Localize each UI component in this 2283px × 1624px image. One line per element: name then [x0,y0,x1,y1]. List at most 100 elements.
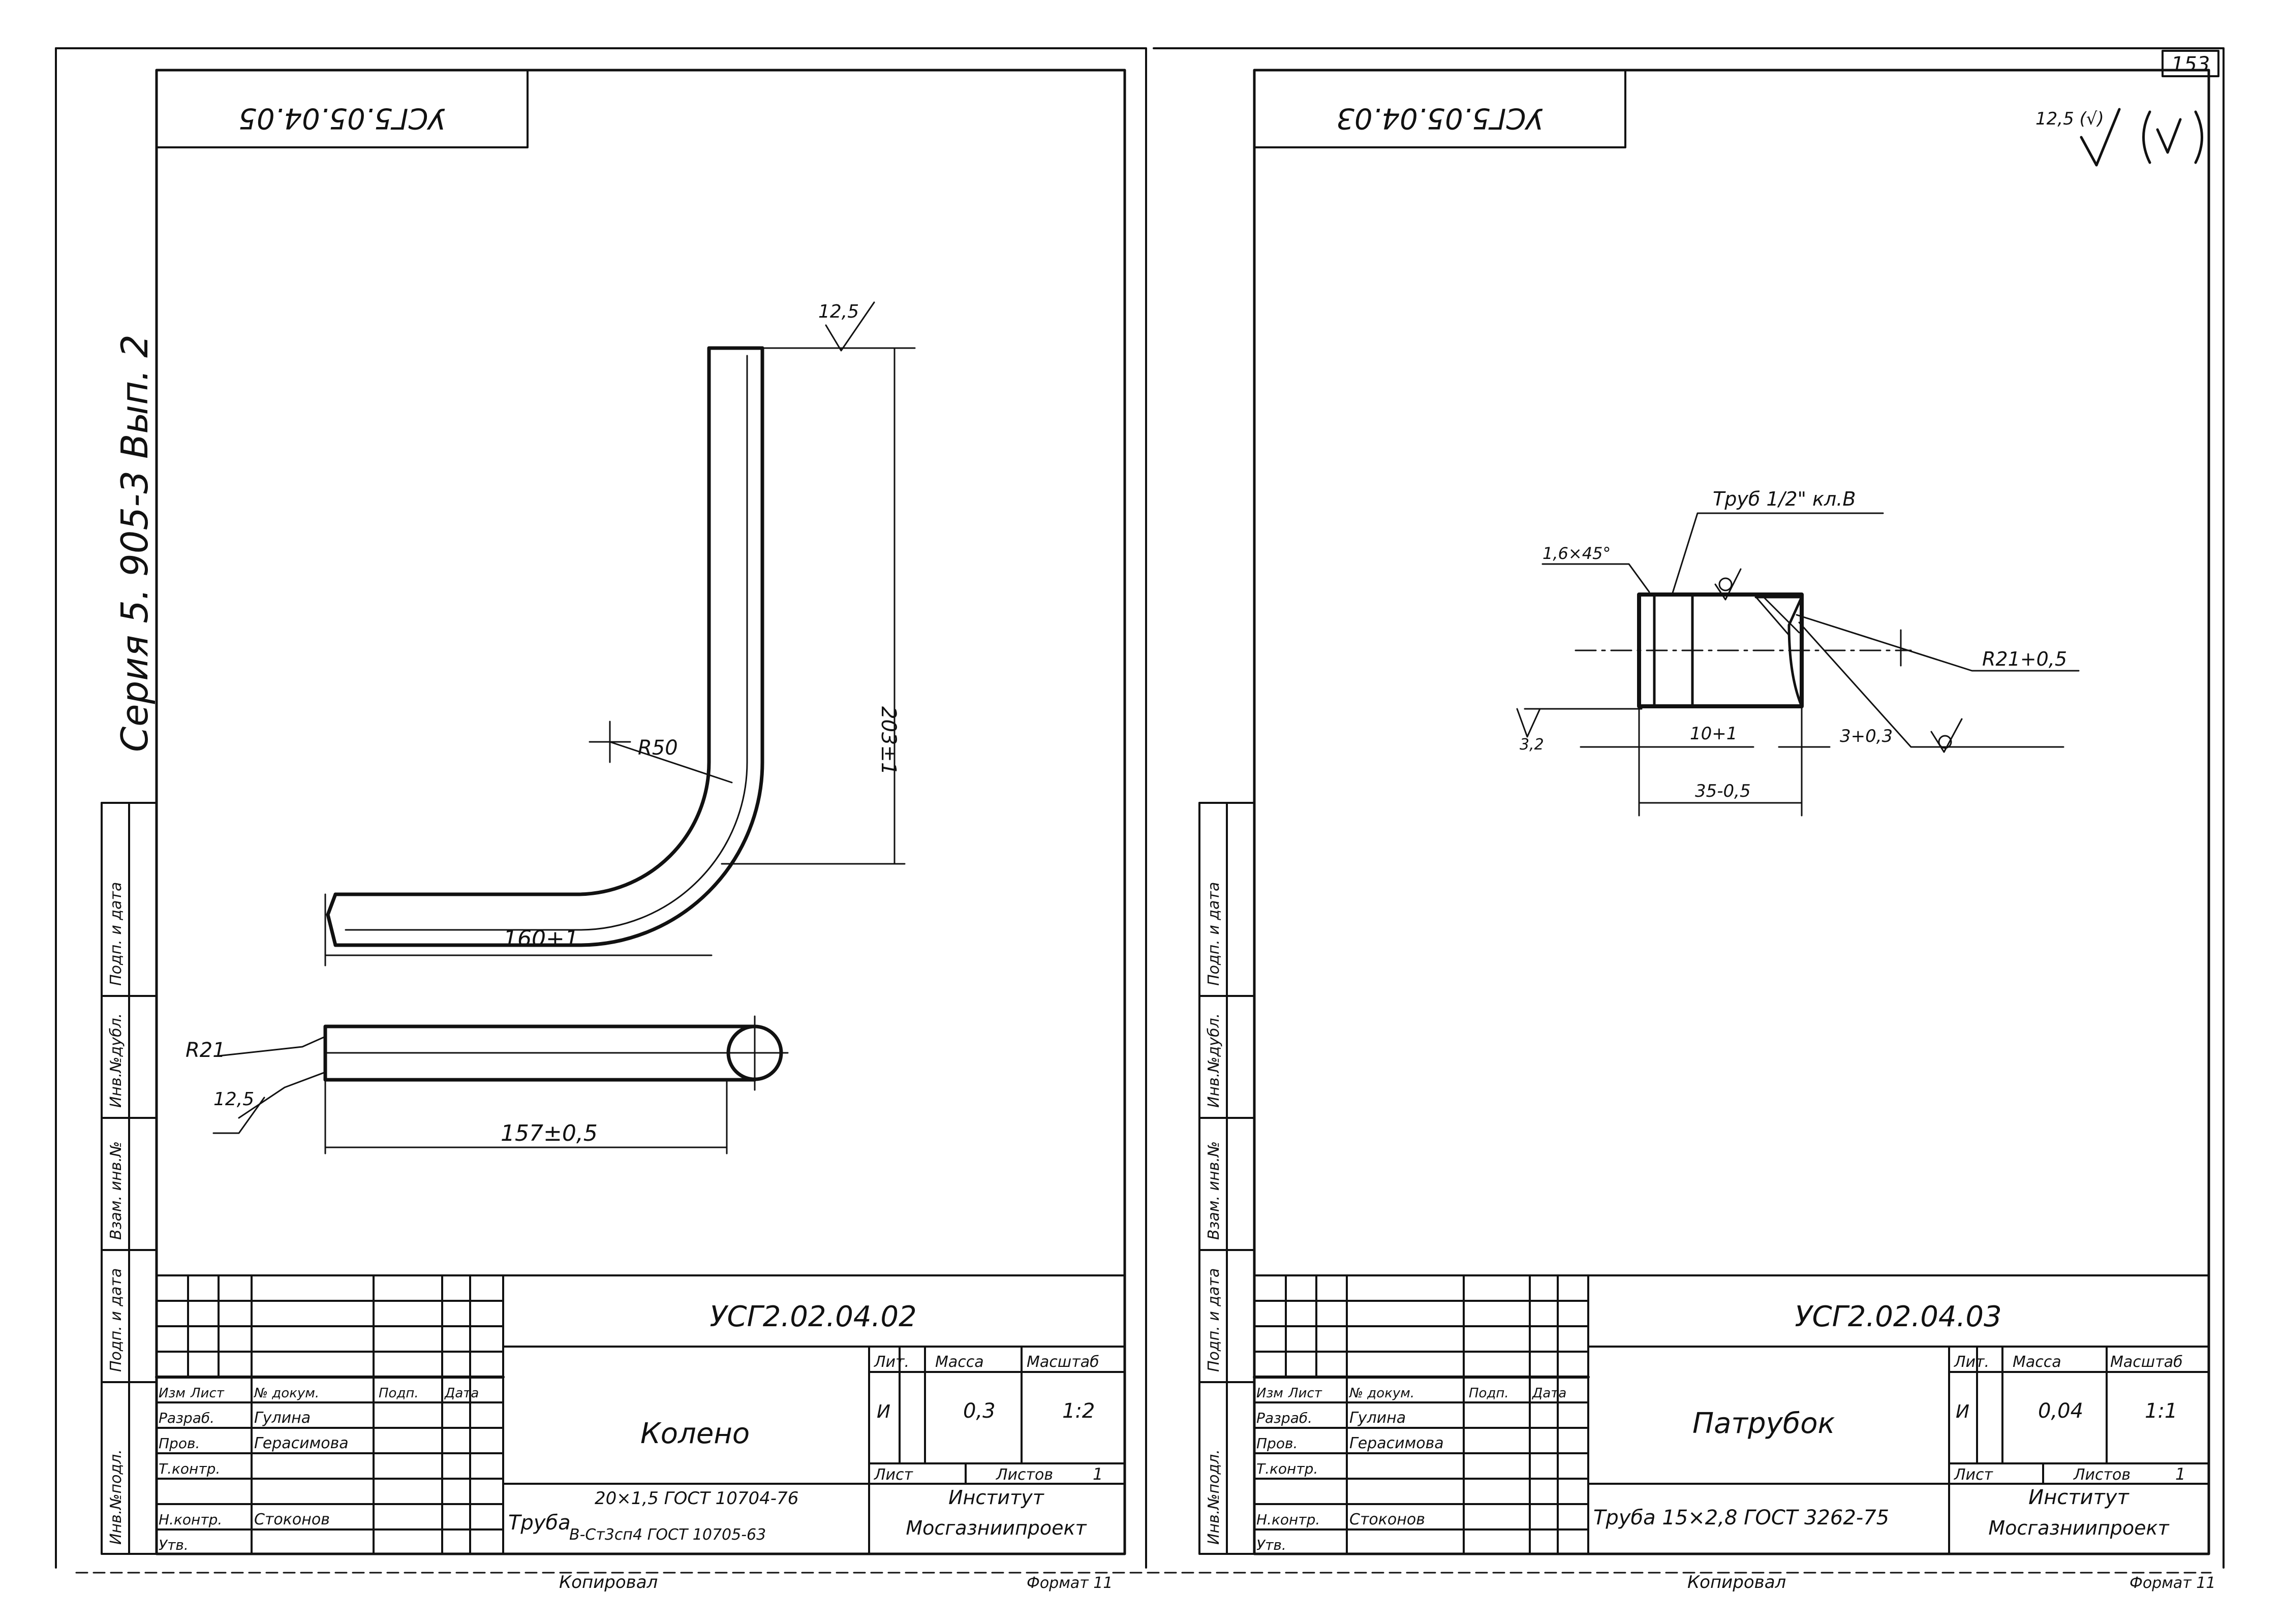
left-tb-name: Колено [640,1417,750,1450]
dim-height: 203±1 [877,706,900,775]
left-tb-col-list: Лист [190,1386,225,1401]
left-tb-person-2: Герасимова [254,1434,349,1452]
left-tb-role-1: Разраб. [159,1410,214,1426]
right-tb-mass-label: Масса [2013,1353,2061,1371]
left-sheet: УСГ5.05.04.05 Инв.№подл. Подп. и дата Вз… [101,69,1126,1555]
right-inner-frame [1253,69,2210,1555]
left-tb-lit: И [877,1401,890,1422]
right-tb-org-2: Мосгазниипроект [1988,1517,2170,1539]
footer-left-copy: Копировал [559,1572,658,1592]
right-stamp-label-5: Подп. и дата [1205,882,1223,986]
right-tb-role-1: Разраб. [1256,1410,1312,1426]
right-tb-person-1: Гулина [1349,1409,1406,1427]
left-tb-material-1: 20×1,5 ГОСТ 10704-76 [595,1488,798,1509]
right-tb-col-list: Лист [1288,1386,1322,1401]
left-tb-code: УСГ2.02.04.02 [709,1300,916,1333]
left-tb-person-4: Стоконов [254,1511,330,1528]
right-side-stamp [1198,802,1255,1555]
left-tb-scale: 1:2 [1062,1399,1095,1423]
left-tb-mass-label: Масса [935,1353,984,1371]
right-stamp-label-2: Подп. и дата [1205,1268,1223,1372]
dim-chamfer: 1,6×45° [1542,544,1611,563]
right-stamp-label-3: Взам. инв.№ [1205,1141,1223,1240]
right-tb-name: Патрубок [1692,1407,1835,1440]
dim-roughness-face: 3,2 [1520,736,1544,754]
left-tb-role-2: Пров. [159,1435,200,1452]
left-tb-mass: 0,3 [963,1399,996,1423]
right-corner-code: УСГ5.05.04.03 [1336,102,1543,135]
right-tb-role-3: Т.контр. [1256,1460,1318,1477]
right-tb-role-2: Пров. [1256,1435,1298,1452]
left-stamp-label-5: Подп. и дата [107,882,125,986]
left-tb-role-3: Т.контр. [159,1460,220,1477]
dim-radius: R21+0,5 [1982,648,2067,670]
left-tb-scale-label: Масштаб [1027,1353,1099,1371]
right-title-block [1253,1274,2210,1555]
left-tb-role-4: Н.контр. [159,1511,222,1528]
right-tb-org-1: Институт [2028,1486,2130,1509]
left-inner-frame [155,69,1126,1555]
page-number-box: 153 [2162,50,2219,77]
right-tb-code: УСГ2.02.04.03 [1795,1300,2001,1333]
dim-len-small: 10+1 [1690,724,1737,744]
right-tb-mass: 0,04 [2038,1399,2083,1423]
right-stamp-label-4: Инв.№дубл. [1205,1013,1223,1108]
left-stamp-label-2: Подп. и дата [107,1268,125,1372]
left-tb-col-sign: Подп. [379,1386,419,1401]
left-stamp-label-3: Взам. инв.№ [107,1141,125,1240]
left-tb-sheet-label: Лист [874,1466,914,1484]
left-tb-role-5: Утв. [159,1537,189,1553]
dim-end-radius: R21 [186,1039,226,1062]
right-tb-scale: 1:1 [2145,1399,2177,1423]
dim-roughness-end: 12,5 [213,1089,254,1110]
right-tb-sheet-label: Лист [1954,1466,1994,1484]
right-tb-col-sign: Подп. [1469,1386,1509,1401]
right-tb-col-date: Дата [1532,1386,1566,1401]
dim-length: 160+1 [503,926,579,952]
right-sheet: УСГ5.05.04.03 Инв.№подл. Подп. и дата Вз… [1198,69,2210,1555]
right-tb-lit: И [1956,1401,1969,1422]
footer-left-format: Формат 11 [1027,1574,1113,1592]
series-label: Серия 5. 905-3 Вып. 2 [113,334,156,752]
right-tb-person-2: Герасимова [1349,1434,1444,1452]
nozzle-roughness-marks [1516,568,1963,753]
left-tb-sheets-label: Листов [996,1466,1053,1484]
left-tb-material-2: В-Ст3сп4 ГОСТ 10705-63 [569,1526,766,1544]
left-tb-sheets: 1 [1093,1464,1103,1484]
right-tb-person-4: Стоконов [1349,1511,1425,1528]
right-tb-sheets: 1 [2175,1464,2185,1484]
right-tb-sheets-label: Листов [2073,1466,2131,1484]
right-tb-col-izm: Изм [1256,1386,1283,1401]
left-stamp-label-1: Инв.№подл. [107,1449,125,1545]
right-stamp-label-1: Инв.№подл. [1205,1449,1223,1545]
right-tb-col-doc: № докум. [1348,1386,1414,1401]
left-side-stamp [101,802,158,1555]
dim-bend-radius: R50 [638,736,678,760]
left-corner-code: УСГ5.05.04.05 [238,102,445,135]
dim-roughness-top: 12,5 [818,301,859,322]
right-tb-scale-label: Масштаб [2110,1353,2183,1371]
nozzle-drawing [1524,512,2080,817]
general-roughness-mark [2080,108,2203,167]
left-tb-material-word: Труба [508,1511,571,1535]
left-stamp-label-4: Инв.№дубл. [107,1013,125,1108]
tube-drawing [212,1015,789,1154]
dim-thread: Труб 1/2" кл.В [1713,488,1856,510]
right-tb-lit-label: Лит. [1954,1353,1989,1371]
dim-tube-length: 157±0,5 [501,1120,598,1146]
dim-len-total: 35-0,5 [1695,781,1751,801]
left-tb-org-2: Мосгазниипроект [906,1517,1087,1539]
outer-frames [55,47,2225,1569]
left-tb-col-izm: Изм [159,1386,186,1401]
footer-right-copy: Копировал [1687,1572,1786,1592]
left-tb-lit-label: Лит. [874,1353,909,1371]
right-tb-role-4: Н.контр. [1256,1511,1320,1528]
general-roughness-text: 12,5 (√) [2035,109,2104,129]
right-tb-role-5: Утв. [1256,1537,1286,1553]
left-title-block [155,1274,1126,1555]
left-tb-org-1: Институт [948,1486,1045,1509]
right-tb-material: Труба 15×2,8 ГОСТ 3262-75 [1593,1506,1889,1529]
page-number: 153 [2171,53,2210,76]
left-tb-person-1: Гулина [254,1409,311,1427]
